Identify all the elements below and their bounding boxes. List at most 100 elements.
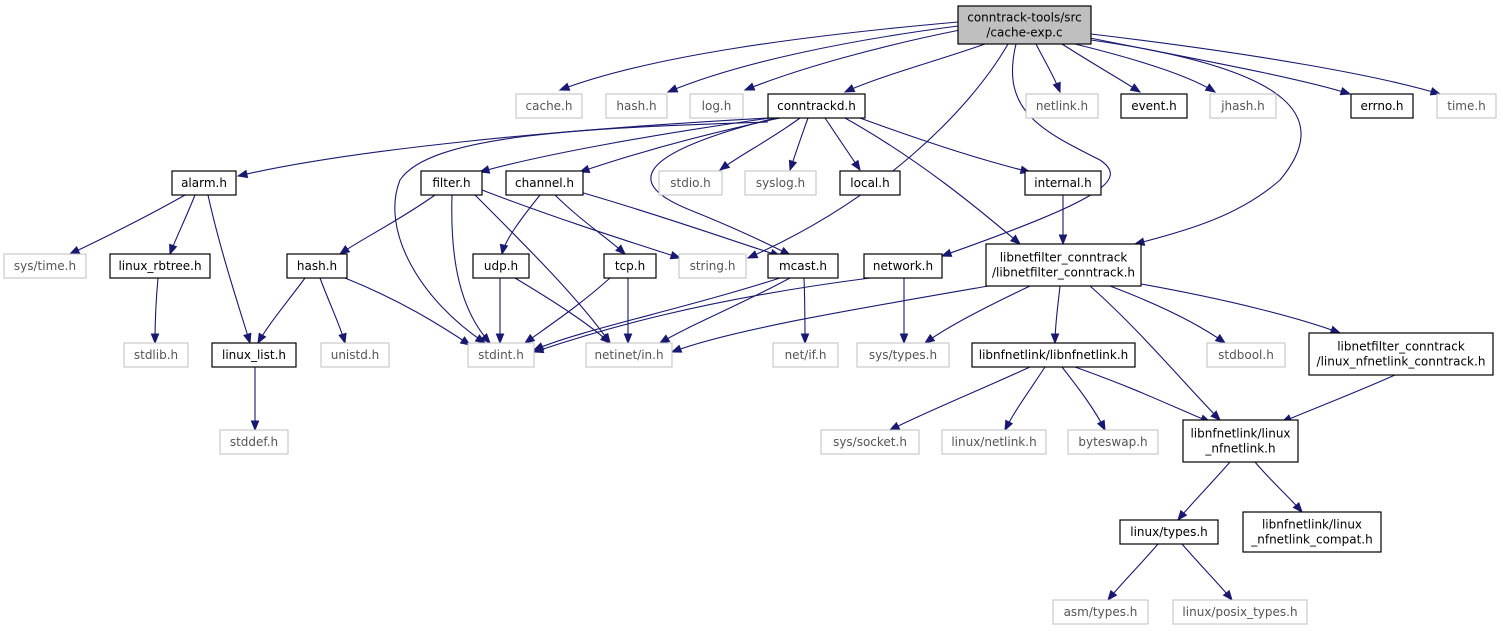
edge-line bbox=[1061, 43, 1141, 93]
arrowhead-icon bbox=[257, 332, 267, 345]
edge-root-to-netlink_h bbox=[1035, 43, 1061, 94]
node-libnf-conntrack-h[interactable]: libnetfilter_conntrack/libnetfilter_conn… bbox=[985, 243, 1142, 287]
node-box bbox=[603, 253, 657, 279]
node-linux-types-h[interactable]: linux/types.h bbox=[1119, 519, 1219, 545]
node-box bbox=[585, 342, 673, 368]
node-nfnetlink-compat-h[interactable]: libnfnetlink/linux_nfnetlink_compat.h bbox=[1242, 511, 1382, 553]
node-box bbox=[1025, 93, 1099, 119]
node-stdint-h: stdint.h bbox=[467, 342, 535, 368]
node-hash-h[interactable]: hash.h bbox=[286, 253, 348, 279]
edge-line bbox=[859, 117, 1031, 173]
edge-conntrackd_h-to-channel_h bbox=[578, 117, 781, 174]
node-udp-h[interactable]: udp.h bbox=[472, 253, 530, 279]
node-box bbox=[985, 243, 1142, 287]
node-tcp-h[interactable]: tcp.h bbox=[603, 253, 657, 279]
edge-alarm_h-to-linux_rbtree_h bbox=[169, 194, 196, 256]
edge-hash_h-to-unistd_h bbox=[319, 277, 347, 345]
node-box bbox=[109, 253, 211, 279]
edge-line bbox=[650, 117, 791, 256]
edge-line bbox=[579, 191, 781, 257]
node-net-if-h: net/if.h bbox=[772, 342, 839, 368]
node-label: asm/types.h bbox=[1064, 605, 1138, 619]
edge-root-to-libnf_conntrack_h bbox=[1090, 39, 1302, 246]
node-network-h[interactable]: network.h bbox=[863, 253, 943, 279]
arrowhead-icon bbox=[1004, 419, 1014, 432]
edge-linux_rbtree_h-to-stdlib_h bbox=[150, 277, 160, 345]
edge-line bbox=[207, 194, 251, 344]
node-label: /linux_nfnetlink_conntrack.h bbox=[1317, 355, 1486, 369]
node-errno-h[interactable]: errno.h bbox=[1350, 93, 1414, 119]
edge-filter_h-to-string_h bbox=[481, 189, 682, 260]
node-channel-h[interactable]: channel.h bbox=[505, 170, 584, 196]
node-label: libnfnetlink/libnfnetlink.h bbox=[979, 348, 1129, 362]
node-linux-nfnetlink-conntrack-h[interactable]: libnetfilter_conntrack/linux_nfnetlink_c… bbox=[1308, 332, 1494, 376]
edge-libnf_conntrack_h-to-netinet_in_h bbox=[670, 283, 1001, 353]
arrowhead-icon bbox=[338, 332, 347, 345]
node-label: libnetfilter_conntrack bbox=[1337, 340, 1465, 354]
arrowhead-icon bbox=[1052, 81, 1061, 94]
edge-hash_h-to-stdint_h bbox=[344, 277, 472, 346]
node-filter-h[interactable]: filter.h bbox=[420, 170, 483, 196]
edge-libnf_conntrack_h-to-libnfnetlink_h bbox=[1050, 285, 1061, 345]
node-mcast-h[interactable]: mcast.h bbox=[767, 253, 839, 279]
edge-line bbox=[237, 117, 769, 177]
node-box bbox=[467, 342, 535, 368]
edge-line bbox=[579, 117, 781, 173]
arrowhead-icon bbox=[743, 82, 756, 91]
node-conntrackd-h[interactable]: conntrackd.h bbox=[767, 93, 866, 119]
node-syslog-h: syslog.h bbox=[744, 170, 817, 196]
node-internal-h[interactable]: internal.h bbox=[1024, 170, 1102, 196]
node-local-h[interactable]: local.h bbox=[839, 170, 901, 196]
edge-line bbox=[344, 277, 471, 346]
edge-line bbox=[479, 117, 771, 173]
node-time-h: time.h bbox=[1436, 93, 1497, 119]
node-box bbox=[420, 170, 483, 196]
edge-libnfnetlink_h-to-byteswap_h bbox=[1061, 366, 1106, 432]
node-box bbox=[863, 253, 943, 279]
node-label: conntrack-tools/src bbox=[967, 11, 1082, 25]
arrowhead-icon bbox=[600, 333, 612, 344]
node-label: sys/time.h bbox=[14, 259, 76, 273]
edge-filter_h-to-stdint_h bbox=[451, 194, 491, 344]
node-box bbox=[1052, 599, 1149, 625]
node-box bbox=[286, 253, 348, 279]
arrowhead-icon bbox=[623, 333, 633, 345]
node-box bbox=[839, 170, 901, 196]
node-label: /cache-exp.c bbox=[986, 26, 1062, 40]
node-event-h[interactable]: event.h bbox=[1120, 93, 1188, 119]
node-box bbox=[1436, 93, 1497, 119]
edge-conntrackd_h-to-libnf_conntrack_h bbox=[844, 117, 1022, 245]
node-box bbox=[171, 170, 237, 196]
node-box bbox=[1067, 429, 1159, 455]
arrowhead-icon bbox=[888, 421, 901, 431]
node-unistd-h: unistd.h bbox=[320, 342, 390, 368]
node-libnfnetlink-h[interactable]: libnfnetlink/libnfnetlink.h bbox=[971, 342, 1136, 368]
arrowhead-icon bbox=[1096, 419, 1106, 432]
node-alarm-h[interactable]: alarm.h bbox=[171, 170, 237, 196]
node-label: linux/netlink.h bbox=[951, 435, 1036, 449]
node-linux-rbtree-h[interactable]: linux_rbtree.h bbox=[109, 253, 211, 279]
edge-libnf_conntrack_h-to-linux_nfnetlink_h bbox=[1089, 285, 1221, 421]
node-label: sys/types.h bbox=[869, 348, 937, 362]
node-label: _nfnetlink.h bbox=[1204, 442, 1275, 456]
node-box bbox=[971, 342, 1136, 368]
node-box bbox=[658, 170, 723, 196]
node-hash-h-top: hash.h bbox=[605, 93, 668, 119]
node-root[interactable]: conntrack-tools/src/cache-exp.c bbox=[957, 5, 1092, 45]
node-label: string.h bbox=[690, 259, 736, 273]
node-linux-list-h[interactable]: linux_list.h bbox=[211, 342, 297, 368]
edge-line bbox=[533, 277, 871, 353]
edge-root-to-time_h bbox=[1090, 33, 1442, 96]
node-label: stdint.h bbox=[478, 348, 524, 362]
edge-linux_nfnetlink_h-to-linux_types_h bbox=[1177, 461, 1231, 522]
node-linux-nfnetlink-h[interactable]: libnfnetlink/linux_nfnetlink.h bbox=[1182, 419, 1299, 463]
node-box bbox=[472, 253, 530, 279]
edge-root-to-network_h bbox=[940, 43, 1111, 257]
edge-libnf_conntrack_h-to-sys_types_h bbox=[923, 285, 1031, 344]
edge-line bbox=[844, 117, 1021, 245]
node-string-h: string.h bbox=[678, 253, 747, 279]
edge-mcast_h-to-netinet_in_h bbox=[658, 277, 791, 344]
edge-line bbox=[941, 43, 1111, 257]
edge-line bbox=[1004, 366, 1046, 431]
